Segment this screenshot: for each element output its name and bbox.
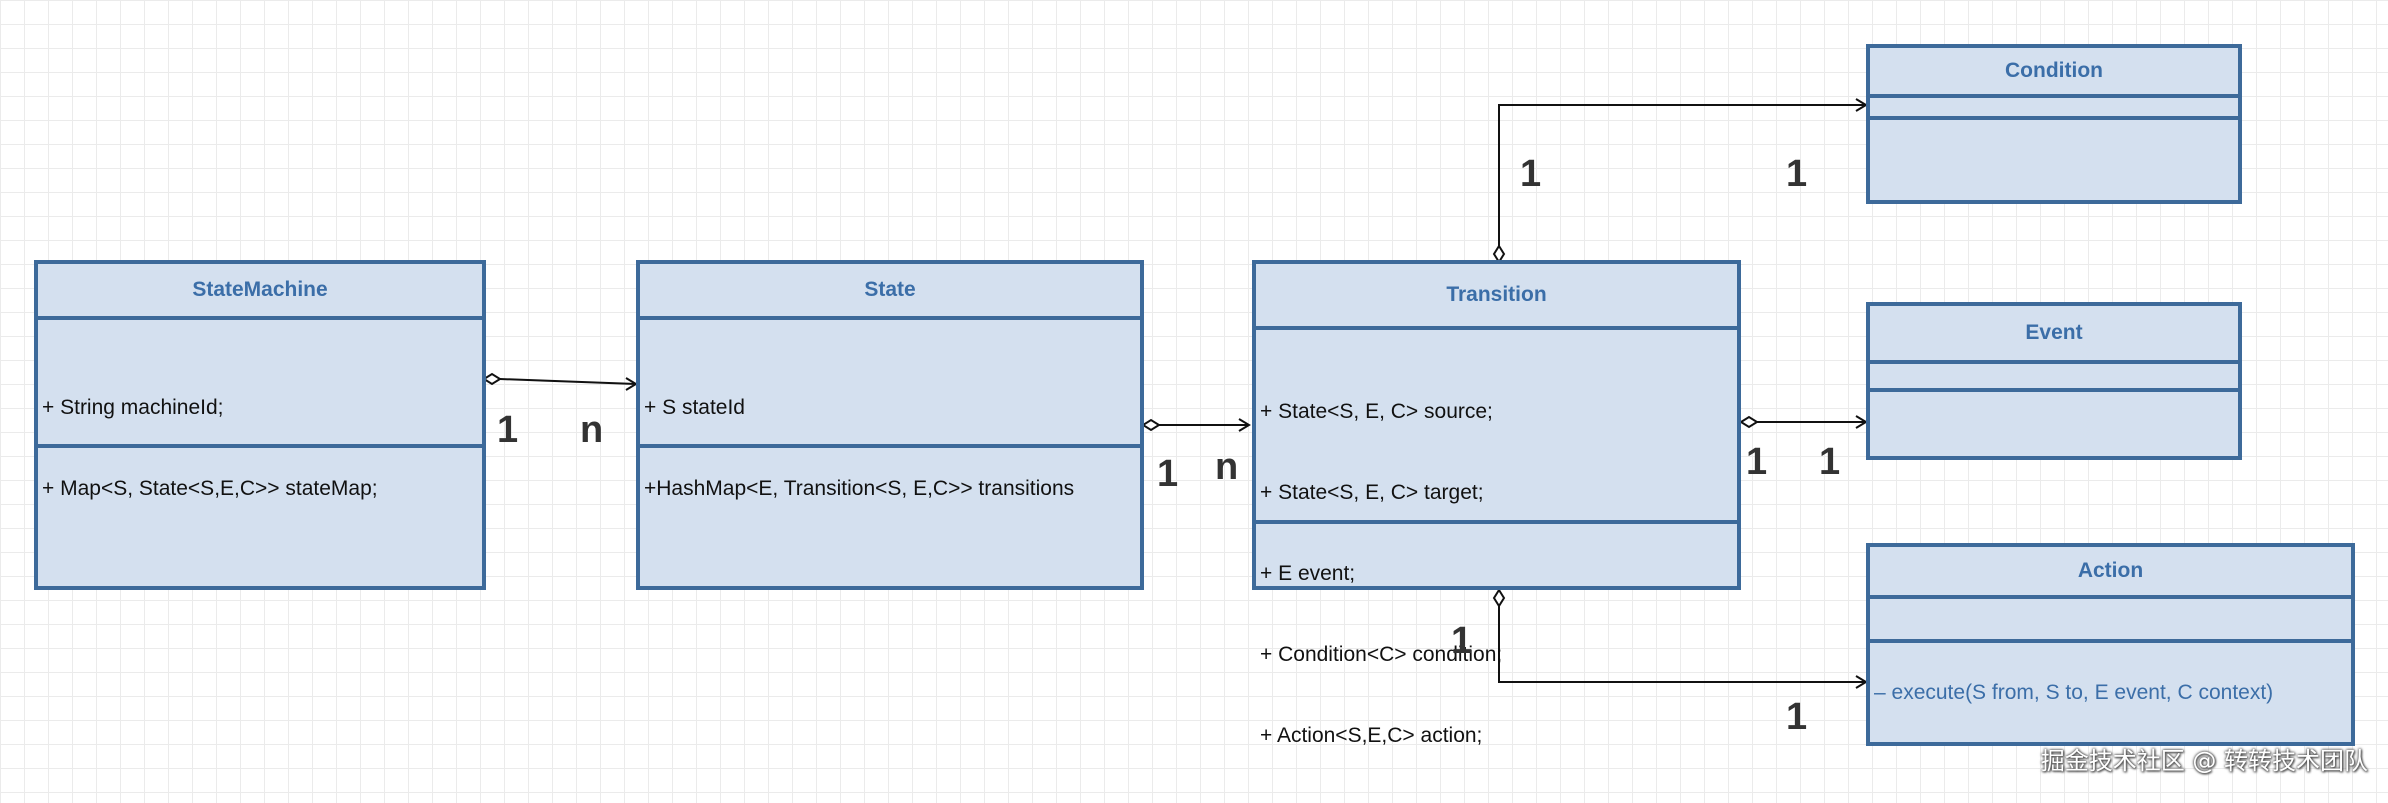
class-statemachine[interactable]: StateMachine + String machineId; + Map<S… [34,260,486,590]
attribute-action: + Action<S,E,C> action; [1260,724,1483,747]
class-condition[interactable]: Condition [1866,44,2242,204]
class-state[interactable]: State + S stateId +HashMap<E, Transition… [636,260,1144,590]
class-methods [1256,524,1737,586]
arrowhead-icon [1238,418,1251,432]
attribute-target: + State<S, E, C> target; [1260,481,1484,504]
class-action[interactable]: Action – execute(S from, S to, E event, … [1866,543,2355,746]
attribute-machine-id: + String machineId; [42,396,224,419]
attribute-transitions: +HashMap<E, Transition<S, E,C>> transiti… [644,477,1075,500]
multiplicity-label: 1 [1157,453,1179,495]
multiplicity-label: n [580,409,604,451]
aggregation-diamond-icon [1492,244,1506,264]
multiplicity-label: 1 [1786,153,1808,195]
attribute-event: + E event; [1260,562,1356,585]
multiplicity-label: 1 [1819,441,1841,483]
connector-transition-action [1498,606,1866,683]
multiplicity-label: 1 [1786,696,1808,738]
method-execute: – execute(S from, S to, E event, C conte… [1874,680,2274,704]
connector-transition-condition [1498,104,1866,246]
class-name: StateMachine [38,264,482,320]
class-methods [38,448,482,586]
class-event[interactable]: Event [1866,302,2242,460]
class-name: State [640,264,1140,320]
class-attributes: + State<S, E, C> source; + State<S, E, C… [1256,330,1737,747]
aggregation-diamond-icon [482,372,502,386]
attribute-source: + State<S, E, C> source; [1260,400,1493,423]
class-attributes [1870,599,2351,643]
class-methods [1870,120,2238,200]
watermark: 掘金技术社区 @ 转转技术团队 [2040,747,2368,775]
class-attributes: + String machineId; + Map<S, State<S,E,C… [38,320,482,500]
multiplicity-label: 1 [497,409,519,451]
connector-statemachine-state [499,378,637,385]
class-attributes [1870,98,2238,120]
class-attributes: + S stateId +HashMap<E, Transition<S, E,… [640,320,1140,500]
class-methods [640,448,1140,586]
aggregation-diamond-icon [1739,415,1759,429]
class-methods: – execute(S from, S to, E event, C conte… [1870,643,2351,742]
class-methods [1870,392,2238,456]
multiplicity-label: 1 [1746,441,1768,483]
class-name: Action [1870,547,2351,599]
class-name: Condition [1870,48,2238,98]
attribute-condition: + Condition<C> condition; [1260,643,1503,666]
multiplicity-label: 1 [1451,620,1473,662]
multiplicity-label: n [1215,446,1239,488]
aggregation-diamond-icon [1141,418,1161,432]
class-attributes [1870,364,2238,392]
attribute-state-map: + Map<S, State<S,E,C>> stateMap; [42,477,378,500]
class-transition[interactable]: Transition + State<S, E, C> source; + St… [1252,260,1741,747]
multiplicity-label: 1 [1520,153,1542,195]
attribute-state-id: + S stateId [644,396,745,419]
aggregation-diamond-icon [1492,588,1506,608]
class-name: Event [1870,306,2238,364]
class-name: Transition [1256,264,1737,330]
